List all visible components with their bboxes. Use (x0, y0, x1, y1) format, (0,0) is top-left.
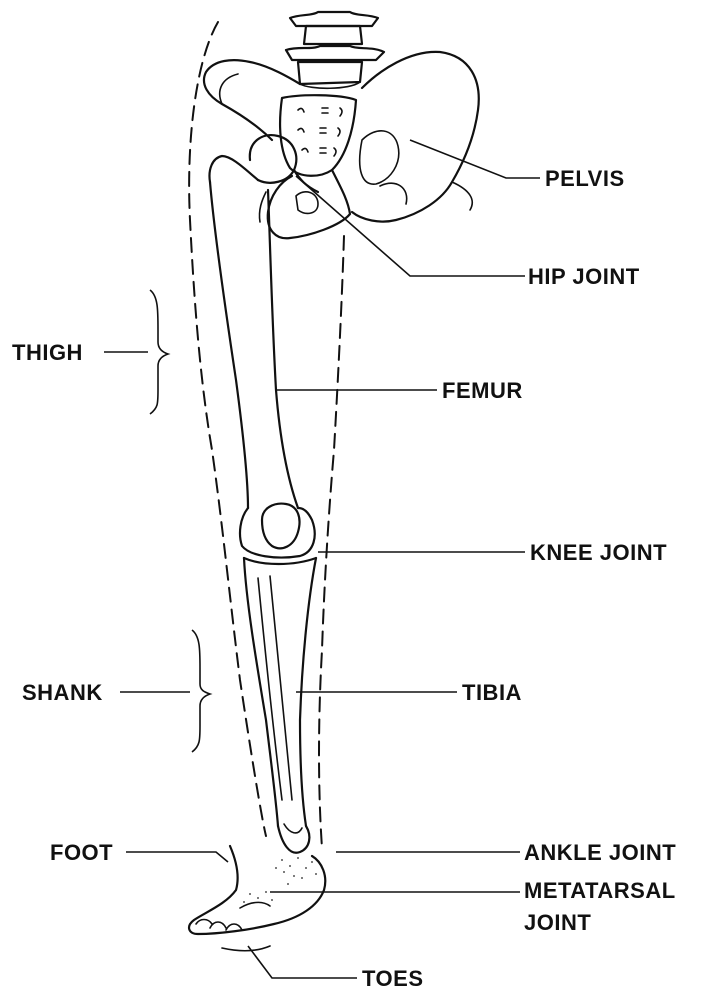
femur-bone (210, 135, 319, 557)
toes-label: TOES (362, 966, 424, 991)
leader-lines (104, 140, 540, 978)
toes-leader (248, 946, 357, 978)
ankle-joint-label: ANKLE JOINT (524, 840, 676, 865)
shank-brace (192, 630, 210, 752)
pelvis-label: PELVIS (545, 166, 625, 191)
knee-joint-label: KNEE JOINT (530, 540, 667, 565)
femur-label: FEMUR (442, 378, 523, 403)
pelvis-leader (410, 140, 540, 178)
metatarsal-label-line2: JOINT (524, 910, 591, 935)
pelvis-bone (204, 52, 479, 238)
thigh-label: THIGH (12, 340, 83, 365)
thigh-brace (150, 290, 168, 414)
vertebrae (286, 12, 384, 88)
tibia-fibula (244, 558, 316, 853)
foot-leader (126, 852, 228, 862)
hip-joint-label: HIP JOINT (528, 264, 640, 289)
tibia-label: TIBIA (462, 680, 522, 705)
ankle-stipple (243, 857, 317, 903)
metatarsal-label-line1: METATARSAL (524, 878, 676, 903)
foot-label: FOOT (50, 840, 113, 865)
shank-label: SHANK (22, 680, 103, 705)
